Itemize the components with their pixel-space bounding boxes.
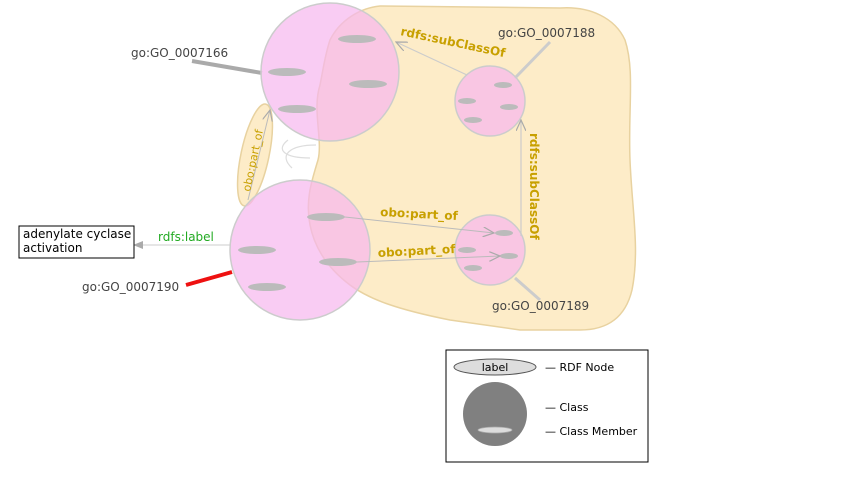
class-member[interactable] [338, 35, 376, 43]
class-member[interactable] [500, 253, 518, 259]
legend-rdf-node-label: — RDF Node [545, 361, 614, 374]
node-label-go-0007189: go:GO_0007189 [492, 299, 589, 313]
edge-label-part-of-upper: obo:part_of [380, 205, 459, 224]
class-member[interactable] [464, 117, 482, 123]
literal-box[interactable] [18, 225, 135, 259]
pointer-go-0007189 [514, 276, 541, 302]
edge-part-of-left [247, 110, 270, 201]
legend-class-label: — Class [545, 401, 589, 414]
edge-label-rdfs-label: rdfs:label [158, 230, 214, 244]
node-label-go-0007190: go:GO_0007190 [82, 280, 179, 294]
node-label-go-0007188: go:GO_0007188 [498, 26, 595, 40]
edge-label-subclass-right: rdfs:subClassOf [527, 133, 541, 240]
node-label-go-0007166: go:GO_0007166 [131, 46, 228, 60]
class-member[interactable] [238, 246, 276, 254]
pointer-go-0007166 [191, 59, 263, 75]
pointer-go-0007190 [185, 270, 233, 287]
class-member[interactable] [458, 247, 476, 253]
legend: label — RDF Node — Class — Class Member [445, 349, 649, 463]
legend-class-member-label: — Class Member [545, 425, 638, 438]
edge-subclass-top [396, 42, 468, 76]
literal-box-line2: activation [23, 241, 82, 255]
legend-rdf-node-swatch [453, 358, 537, 376]
class-member[interactable] [307, 213, 345, 221]
edge-part-of-upper [344, 216, 494, 233]
legend-class-swatch [463, 382, 527, 446]
class-member[interactable] [319, 258, 357, 266]
faint-arc [285, 144, 317, 169]
class-member[interactable] [248, 283, 286, 291]
legend-class-member-swatch [477, 426, 513, 434]
legend-node-text: label [482, 361, 509, 374]
edge-label-part-of-lower: obo:part_of [377, 242, 456, 261]
faint-arc [281, 139, 311, 159]
class-member[interactable] [464, 265, 482, 271]
literal-box-line1: adenylate cyclase [23, 227, 131, 241]
part-of-oval [236, 103, 274, 207]
class-member[interactable] [495, 230, 513, 236]
class-member[interactable] [349, 80, 387, 88]
class-member[interactable] [278, 105, 316, 113]
pointer-go-0007188 [513, 40, 552, 80]
edge-part-of-lower [356, 256, 500, 263]
class-member[interactable] [458, 98, 476, 104]
class-member[interactable] [494, 82, 512, 88]
class-member[interactable] [500, 104, 518, 110]
class-member[interactable] [268, 68, 306, 76]
